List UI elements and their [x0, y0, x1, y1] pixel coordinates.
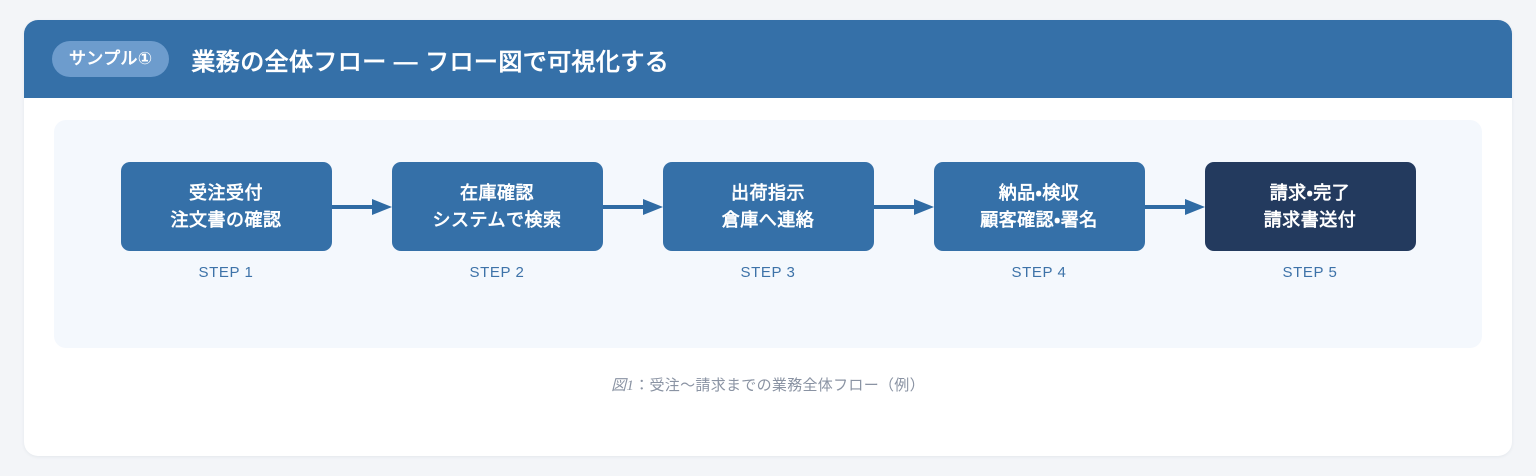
- card-header: サンプル① 業務の全体フロー — フロー図で可視化する: [24, 20, 1512, 98]
- sample-badge: サンプル①: [52, 41, 170, 77]
- flow-step-5-label: STEP 5: [1282, 264, 1338, 281]
- flow-step-5-line2: 請求書送付: [1263, 209, 1357, 230]
- flow-step-2-label: STEP 2: [469, 264, 525, 281]
- flow-step-2-line2: システムで検索: [432, 209, 562, 230]
- arrow-right-icon-4: [1144, 162, 1205, 251]
- flow-step-2[interactable]: 在庫確認 システムで検索 STEP 2: [391, 162, 603, 281]
- flow-step-box-3[interactable]: 出荷指示 倉庫へ連絡: [662, 162, 874, 251]
- flow-step-4[interactable]: 納品・検収 顧客確認・署名 STEP 4: [933, 162, 1145, 281]
- page-title: 業務の全体フロー — フロー図で可視化する: [191, 48, 670, 76]
- arrow-right-icon-1: [331, 162, 392, 251]
- flow-step-box-5[interactable]: 請求・完了 請求書送付: [1204, 162, 1416, 251]
- flow-step-1-line1: 受注受付: [189, 183, 263, 204]
- flow-step-4-line1: 納品・検収: [998, 183, 1080, 204]
- flow-step-2-line1: 在庫確認: [460, 183, 534, 204]
- flow-step-5[interactable]: 請求・完了 請求書送付 STEP 5: [1204, 162, 1416, 281]
- flow-diagram-panel: 受注受付 注文書の確認 STEP 1 在庫確認: [54, 120, 1482, 348]
- card-body: 受注受付 注文書の確認 STEP 1 在庫確認: [24, 98, 1512, 456]
- arrow-right-icon-2: [602, 162, 663, 251]
- flow-step-3-line2: 倉庫へ連絡: [721, 209, 815, 230]
- flow-step-3-line1: 出荷指示: [731, 183, 805, 204]
- flow-step-1-line2: 注文書の確認: [170, 209, 282, 230]
- figure-caption-text: ：受注〜請求までの業務全体フロー（例）: [634, 377, 925, 394]
- flow-step-3-label: STEP 3: [740, 264, 796, 281]
- flow-step-box-1[interactable]: 受注受付 注文書の確認: [120, 162, 332, 251]
- flow-step-3[interactable]: 出荷指示 倉庫へ連絡 STEP 3: [662, 162, 874, 281]
- figure-number: 図1: [611, 378, 635, 394]
- flow-step-4-line2: 顧客確認・署名: [980, 209, 1098, 230]
- flow-step-box-2[interactable]: 在庫確認 システムで検索: [391, 162, 603, 251]
- flow-step-box-4[interactable]: 納品・検収 顧客確認・署名: [933, 162, 1145, 251]
- sample-card: サンプル① 業務の全体フロー — フロー図で可視化する 受注受付 注文書の確認 …: [24, 20, 1512, 456]
- figure-caption: 図1：受注〜請求までの業務全体フロー（例）: [44, 374, 1492, 395]
- flow-step-5-line1: 請求・完了: [1269, 183, 1351, 204]
- flow-step-1[interactable]: 受注受付 注文書の確認 STEP 1: [120, 162, 332, 281]
- arrow-right-icon-3: [873, 162, 934, 251]
- flow-steps-row: 受注受付 注文書の確認 STEP 1 在庫確認: [54, 120, 1482, 348]
- flow-step-1-label: STEP 1: [198, 264, 254, 281]
- flow-step-4-label: STEP 4: [1011, 264, 1067, 281]
